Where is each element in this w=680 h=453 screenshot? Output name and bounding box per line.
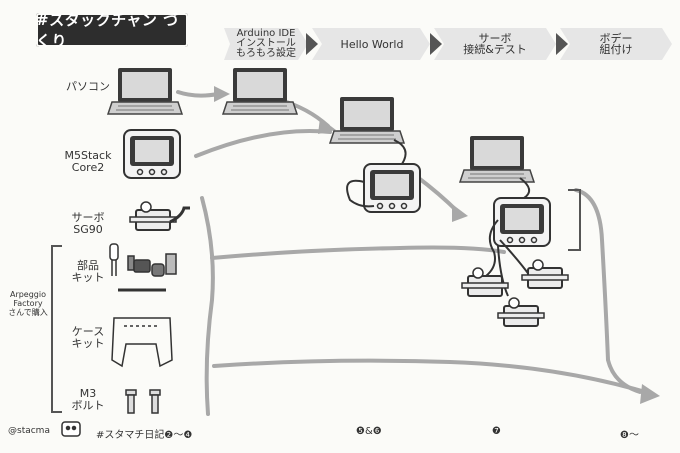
chevron-body: [560, 28, 672, 60]
bracket-purchased-parts: [51, 245, 62, 413]
step-hello-world: Hello World: [322, 28, 422, 60]
core2-icon-hello-world: [363, 163, 421, 213]
step-body-assembly-label: ボデー 組付け: [599, 32, 633, 56]
servo-wire-icon: [169, 206, 190, 224]
step-arduino-ide: Arduino IDE インストール もろもろ設定: [230, 28, 302, 60]
laptop-icon-servo-test: [459, 135, 535, 183]
chevron-separators: [306, 33, 568, 55]
flow-case-to-body: [212, 358, 654, 396]
component-label-parts-kit: 部品 キット: [71, 259, 105, 284]
footer-step-7: ❼: [492, 426, 501, 437]
servo-icon-test-3: [497, 297, 545, 327]
core2-icon-servo-test: [493, 197, 551, 247]
mascot-icon: [61, 421, 81, 437]
flow-arrowheads: [214, 86, 660, 404]
laptop-icon-hello-world: [329, 96, 405, 144]
footer-step-5-6: ❺&❻: [356, 426, 382, 437]
cables: [346, 139, 531, 297]
component-label-m3-bolt: M3 ボルト: [71, 387, 105, 412]
flow-parts-to-servo: [210, 245, 506, 260]
flow-core2-to-hello: [194, 129, 332, 158]
step-arduino-ide-label: Arduino IDE インストール もろもろ設定: [236, 28, 296, 59]
core2-icon-component: [123, 129, 181, 179]
component-label-pc: パソコン: [66, 80, 110, 93]
flow-lines: [176, 90, 654, 416]
footer-step-8: ❽〜: [620, 430, 639, 441]
diagram-title-text: #スタックチャン づくり: [36, 11, 179, 50]
component-label-case-kit: ケース キット: [71, 325, 105, 350]
bracket-servo-step: [568, 189, 581, 251]
step-servo-test: サーボ 接続&テスト: [444, 28, 546, 60]
laptop-icon-arduino-ide: [222, 67, 298, 115]
step-hello-world-label: Hello World: [340, 37, 404, 51]
brackets: [51, 189, 581, 413]
chevron-hello-world: [312, 28, 430, 60]
flow-hello-to-servo: [414, 174, 460, 214]
case-kit-icon: [111, 317, 173, 368]
laptop-icon-pc: [107, 67, 183, 115]
footer-diary-tag: #スタマチ日記❷〜❹: [96, 430, 193, 441]
chevron-arduino-ide: [224, 28, 308, 60]
component-label-servo: サーボ SG90: [71, 211, 105, 236]
footer-author: @stacma: [8, 426, 50, 436]
flow-parts-column: [200, 196, 215, 416]
step-body-assembly: ボデー 組付け: [570, 28, 662, 60]
servo-icon-component: [129, 201, 177, 231]
step-servo-test-label: サーボ 接続&テスト: [463, 32, 527, 56]
servo-icon-test-2: [521, 259, 569, 289]
diagram-title: #スタックチャン づくり: [36, 11, 188, 50]
component-label-core2: M5Stack Core2: [64, 149, 112, 174]
chevron-servo: [434, 28, 556, 60]
step-chevrons: [224, 28, 672, 60]
bolt-icons: [125, 389, 161, 414]
side-note-vendor: Arpeggio Factory さんで購入: [8, 290, 48, 317]
flow-pc-to-ide: [176, 90, 220, 98]
flow-servo-to-body: [574, 188, 642, 394]
parts-kit-icon: [109, 243, 177, 292]
